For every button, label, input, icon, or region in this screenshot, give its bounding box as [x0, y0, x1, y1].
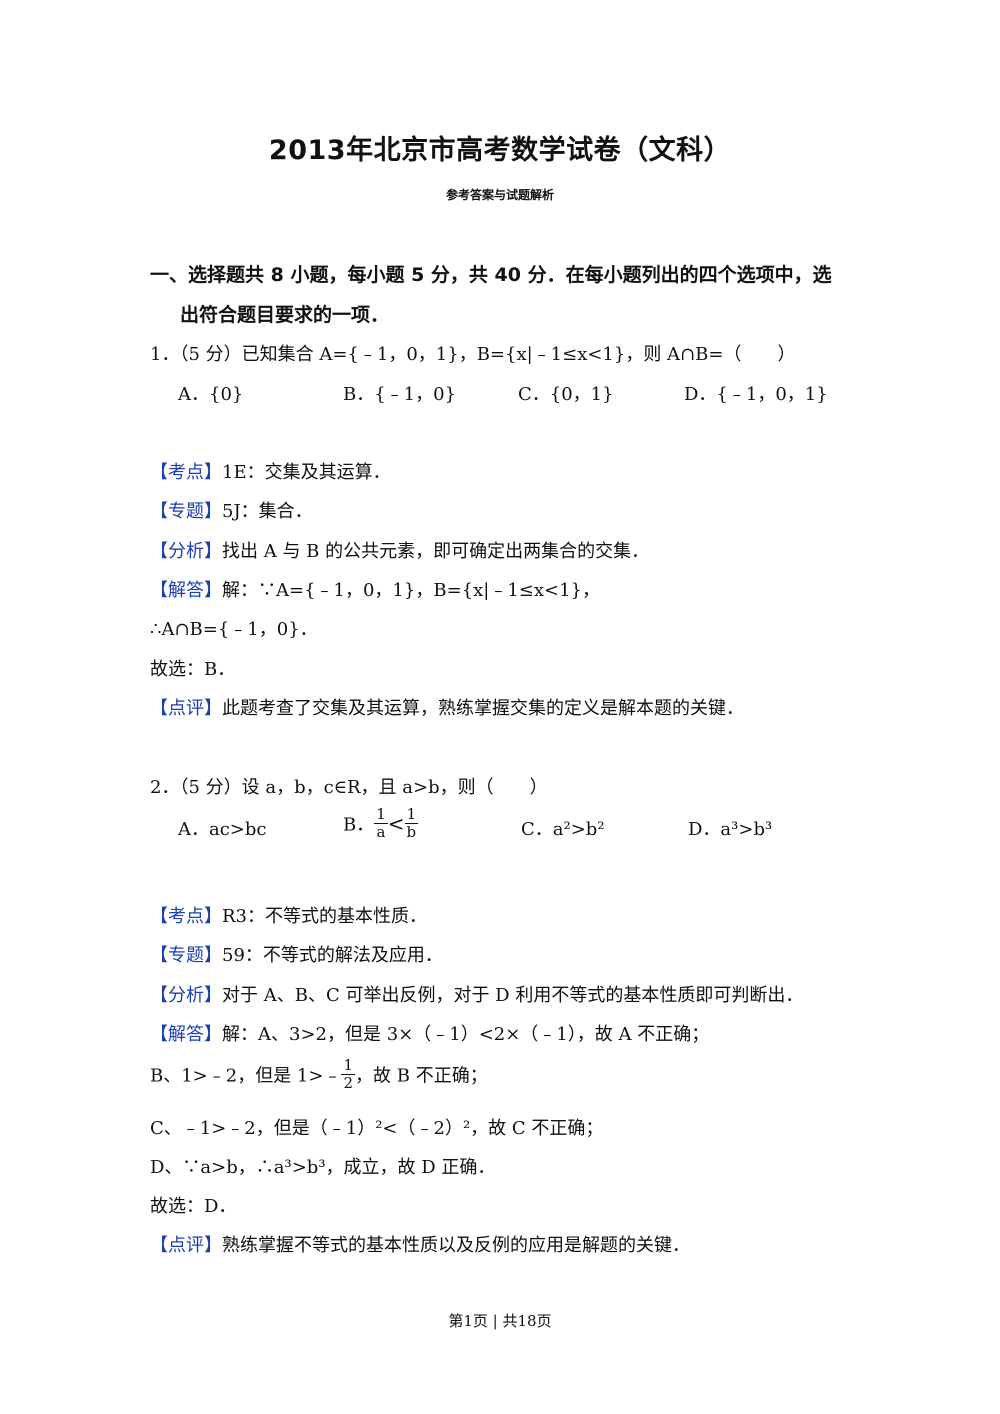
q2-jieda-tag: 【解答】 — [150, 1024, 222, 1045]
q2-fenxi-text: 对于 A、B、C 可举出反例，对于 D 利用不等式的基本性质即可判断出． — [222, 985, 804, 1006]
q2-line-b-post: ，故 B 不正确； — [355, 1065, 488, 1087]
q1-zhuanti-tag: 【专题】 — [150, 501, 222, 522]
page-title: 2013年北京市高考数学试卷（文科） — [268, 135, 732, 166]
q2-line-b-pre: B、1>﹣2，但是 1>﹣ — [150, 1065, 342, 1087]
q2-dianping-tag: 【点评】 — [150, 1235, 222, 1256]
fraction-denominator: 2 — [343, 1074, 354, 1092]
q2-fenxi: 【分析】对于 A、B、C 可举出反例，对于 D 利用不等式的基本性质即可判断出． — [150, 981, 803, 1007]
q1-zhuanti-text: 5J：集合． — [222, 501, 313, 522]
q1-dianping-text: 此题考查了交集及其运算，熟练掌握交集的定义是解本题的关键． — [222, 698, 744, 719]
q2-zhuanti-text: 59：不等式的解法及应用． — [222, 945, 443, 966]
q1-jieda-text: 解：∵A={﹣1，0，1}，B={x|﹣1≤x<1}， — [222, 580, 600, 601]
q2-kaodian-tag: 【考点】 — [150, 906, 222, 927]
q1-zhuanti: 【专题】5J：集合． — [150, 497, 313, 523]
question-1-stem: 1．（5 分）已知集合 A={﹣1，0，1}，B={x|﹣1≤x<1}，则 A∩… — [150, 344, 796, 365]
q2-line-c: C、﹣1>﹣2，但是（﹣1）²<（﹣2）²，故 C 不正确； — [150, 1118, 604, 1139]
q2-line-d: D、∵a>b，∴a³>b³，成立，故 D 正确． — [150, 1157, 496, 1178]
q2-kaodian: 【考点】R3：不等式的基本性质． — [150, 902, 427, 928]
q2-choice: 故选：D． — [150, 1196, 237, 1217]
question-1-option-b: B．{﹣1，0} — [343, 384, 457, 405]
q1-kaodian: 【考点】1E：交集及其运算． — [150, 458, 391, 484]
q1-fenxi-tag: 【分析】 — [150, 541, 222, 562]
question-1-option-a: A．{0} — [178, 384, 244, 405]
q1-dianping-tag: 【点评】 — [150, 698, 222, 719]
q2-zhuanti: 【专题】59：不等式的解法及应用． — [150, 941, 443, 967]
q1-choice: 故选：B． — [150, 659, 236, 680]
q2-optb-relation: < — [387, 811, 405, 836]
question-1-option-d: D．{﹣1，0，1} — [684, 384, 828, 405]
fraction-numerator: 1 — [374, 805, 388, 824]
q2-dianping: 【点评】熟练掌握不等式的基本性质以及反例的应用是解题的关键． — [150, 1231, 690, 1257]
question-2-option-d: D．a³>b³ — [688, 819, 773, 840]
q2-kaodian-text: R3：不等式的基本性质． — [222, 906, 428, 927]
q2-optb-prefix: B． — [343, 814, 375, 836]
question-2-option-a: A．ac>bc — [178, 819, 267, 840]
q2-jieda: 【解答】解：A、3>2，但是 3×（﹣1）<2×（﹣1），故 A 不正确； — [150, 1020, 709, 1046]
fraction-denominator: a — [376, 823, 386, 841]
q1-kaodian-text: 1E：交集及其运算． — [222, 462, 391, 483]
section-heading-line2: 出符合题目要求的一项． — [180, 304, 390, 326]
q1-jieda-line2: ∴A∩B={﹣1，0}． — [150, 619, 318, 640]
page-subtitle: 参考答案与试题解析 — [445, 188, 554, 202]
q1-jieda: 【解答】解：∵A={﹣1，0，1}，B={x|﹣1≤x<1}， — [150, 576, 600, 602]
page-footer: 第1页 | 共18页 — [448, 1312, 552, 1330]
q1-fenxi: 【分析】找出 A 与 B 的公共元素，即可确定出两集合的交集． — [150, 537, 649, 563]
q1-jieda-tag: 【解答】 — [150, 580, 222, 601]
q1-kaodian-tag: 【考点】 — [150, 462, 222, 483]
q2-jieda-text: 解：A、3>2，但是 3×（﹣1）<2×（﹣1），故 A 不正确； — [222, 1024, 710, 1045]
section-heading-line1: 一、选择题共 8 小题，每小题 5 分，共 40 分．在每小题列出的四个选项中，… — [150, 264, 832, 286]
question-2-option-c: C．a²>b² — [521, 819, 605, 840]
q2-zhuanti-tag: 【专题】 — [150, 945, 222, 966]
q1-dianping: 【点评】此题考查了交集及其运算，熟练掌握交集的定义是解本题的关键． — [150, 694, 744, 720]
fraction-numerator: 1 — [404, 806, 419, 824]
q2-fenxi-tag: 【分析】 — [150, 985, 222, 1006]
fraction-denominator: b — [406, 823, 417, 841]
question-2-stem: 2．（5 分）设 a，b，c∈R，且 a>b，则（ ） — [150, 777, 548, 798]
q1-fenxi-text: 找出 A 与 B 的公共元素，即可确定出两集合的交集． — [222, 541, 650, 562]
question-1-option-c: C．{0，1} — [518, 384, 614, 405]
fraction-numerator: 1 — [341, 1056, 356, 1075]
q2-dianping-text: 熟练掌握不等式的基本性质以及反例的应用是解题的关键． — [222, 1235, 690, 1256]
